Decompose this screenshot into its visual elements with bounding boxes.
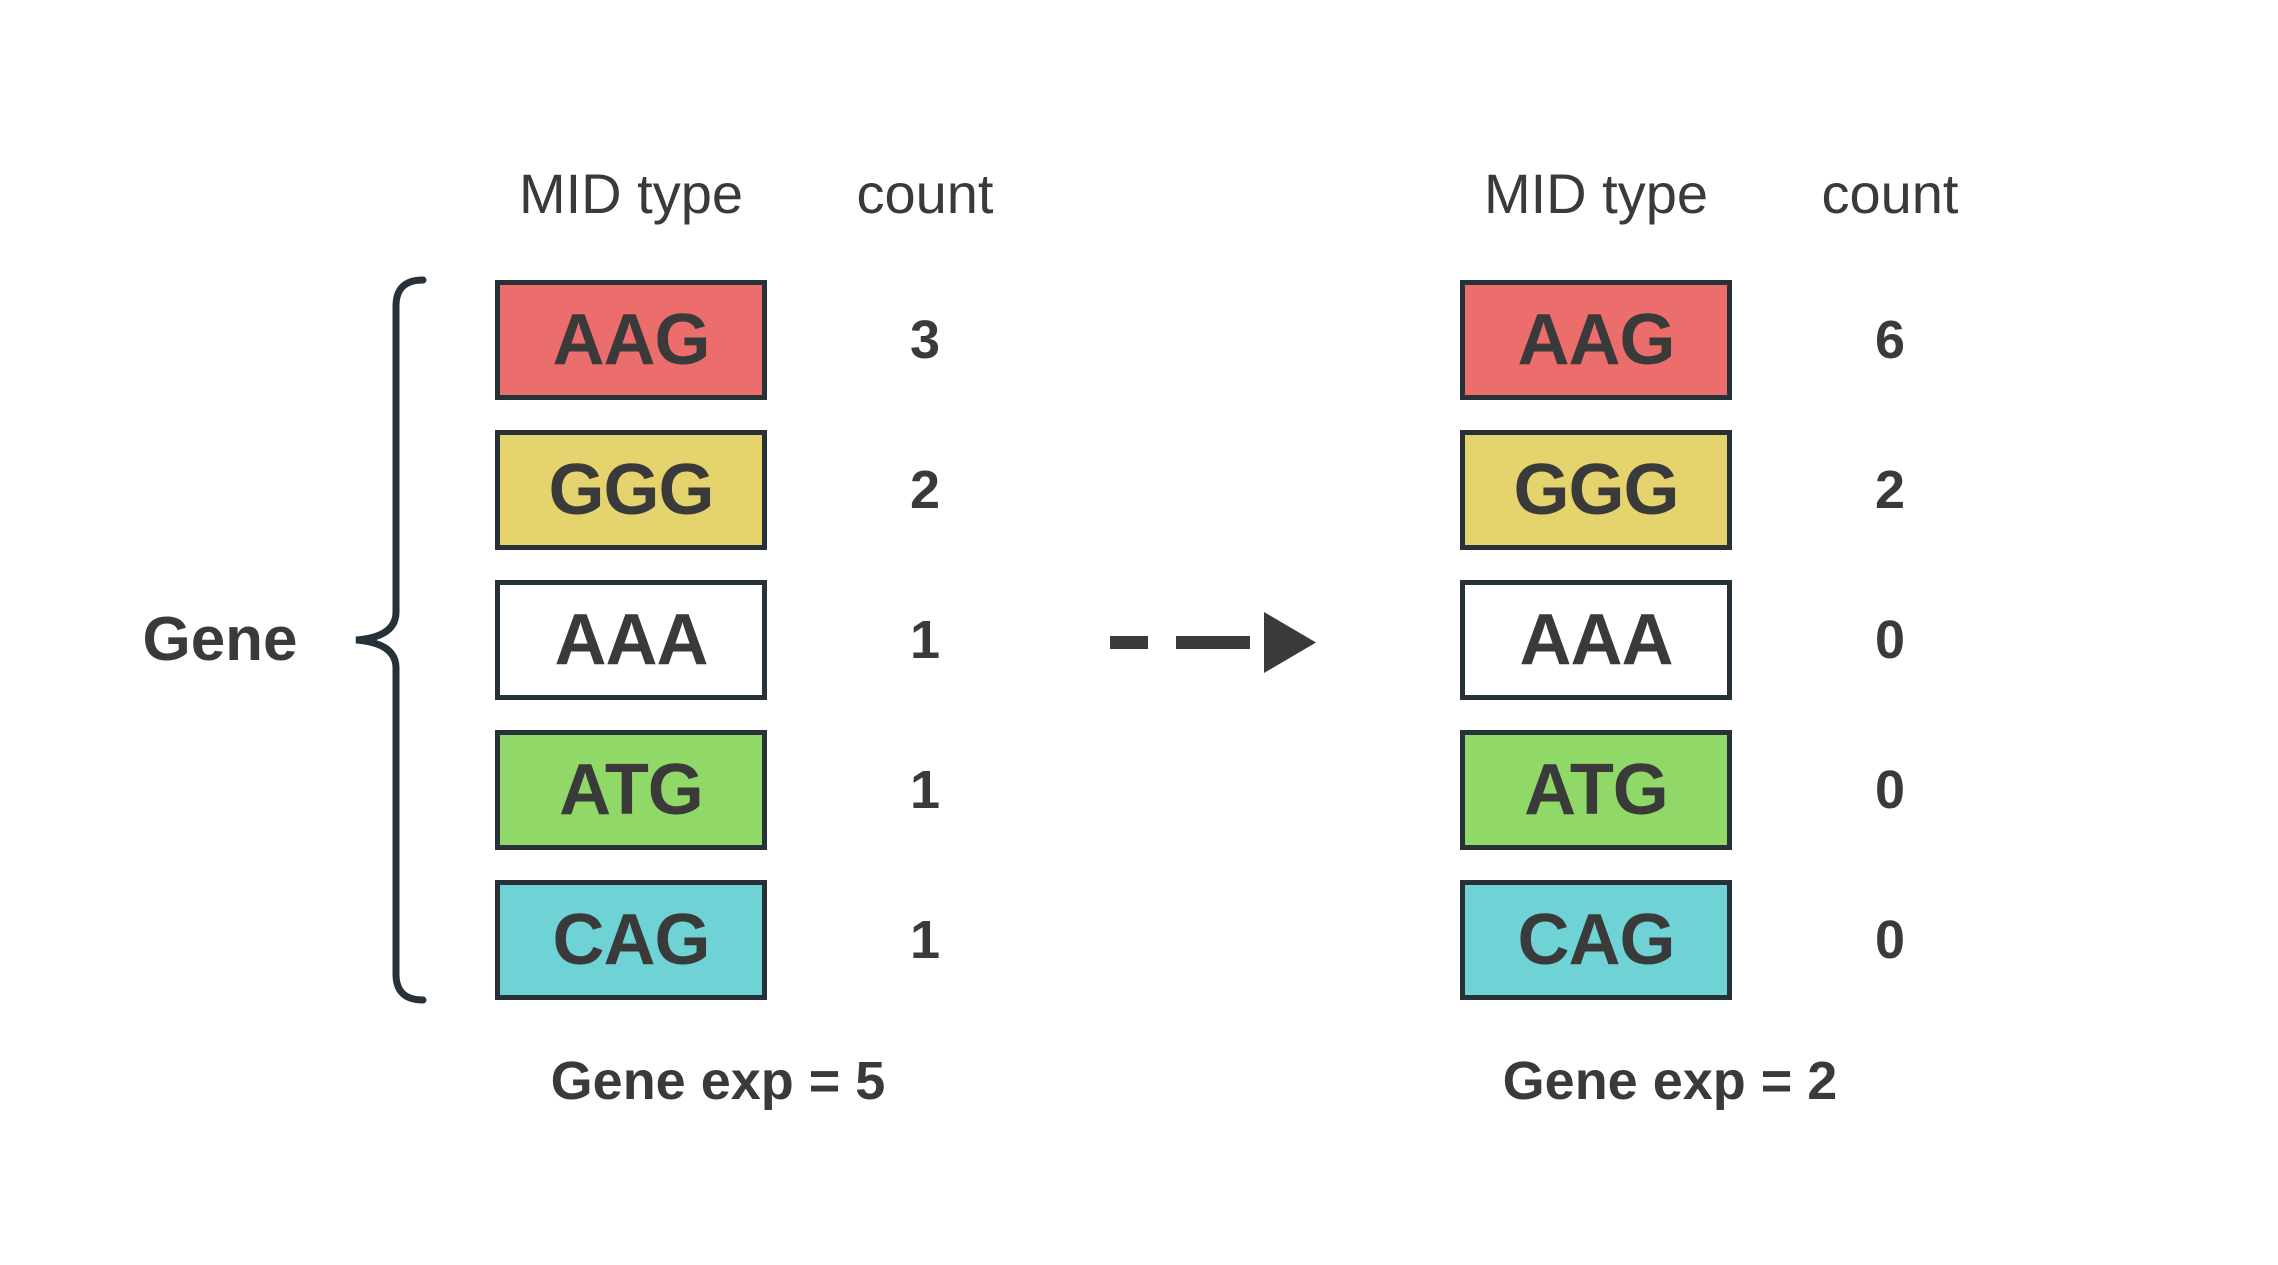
right-gene-exp-summary: Gene exp = 2 <box>1502 1051 1838 1111</box>
left-mid-box-aaa: AAA <box>495 580 767 700</box>
right-count-cag: 0 <box>1874 910 1906 970</box>
dashed-right-arrow-icon <box>1110 612 1316 673</box>
right-mid-box-aaa: AAA <box>1460 580 1732 700</box>
left-count-ggg: 2 <box>909 460 941 520</box>
right-count-atg: 0 <box>1874 760 1906 820</box>
right-mid-box-atg: ATG <box>1460 730 1732 850</box>
gene-brace <box>355 276 427 1004</box>
right-mid-box-ggg: GGG <box>1460 430 1732 550</box>
left-count-header: count <box>856 162 994 225</box>
left-mid-box-cag: CAG <box>495 880 767 1000</box>
right-count-aaa: 0 <box>1874 610 1906 670</box>
left-mid-box-atg: ATG <box>495 730 767 850</box>
right-mid-box-cag: CAG <box>1460 880 1732 1000</box>
left-gene-exp-summary: Gene exp = 5 <box>550 1051 886 1111</box>
right-mid-box-aag: AAG <box>1460 280 1732 400</box>
left-mid-type-header: MID type <box>518 162 744 225</box>
left-mid-box-ggg: GGG <box>495 430 767 550</box>
right-count-header: count <box>1821 162 1959 225</box>
left-mid-box-aag: AAG <box>495 280 767 400</box>
right-count-aag: 6 <box>1874 310 1906 370</box>
right-count-ggg: 2 <box>1874 460 1906 520</box>
right-mid-type-header: MID type <box>1483 162 1709 225</box>
left-count-aaa: 1 <box>909 610 941 670</box>
left-count-aag: 3 <box>909 310 941 370</box>
gene-label: Gene <box>142 605 298 674</box>
left-count-cag: 1 <box>909 910 941 970</box>
left-count-atg: 1 <box>909 760 941 820</box>
